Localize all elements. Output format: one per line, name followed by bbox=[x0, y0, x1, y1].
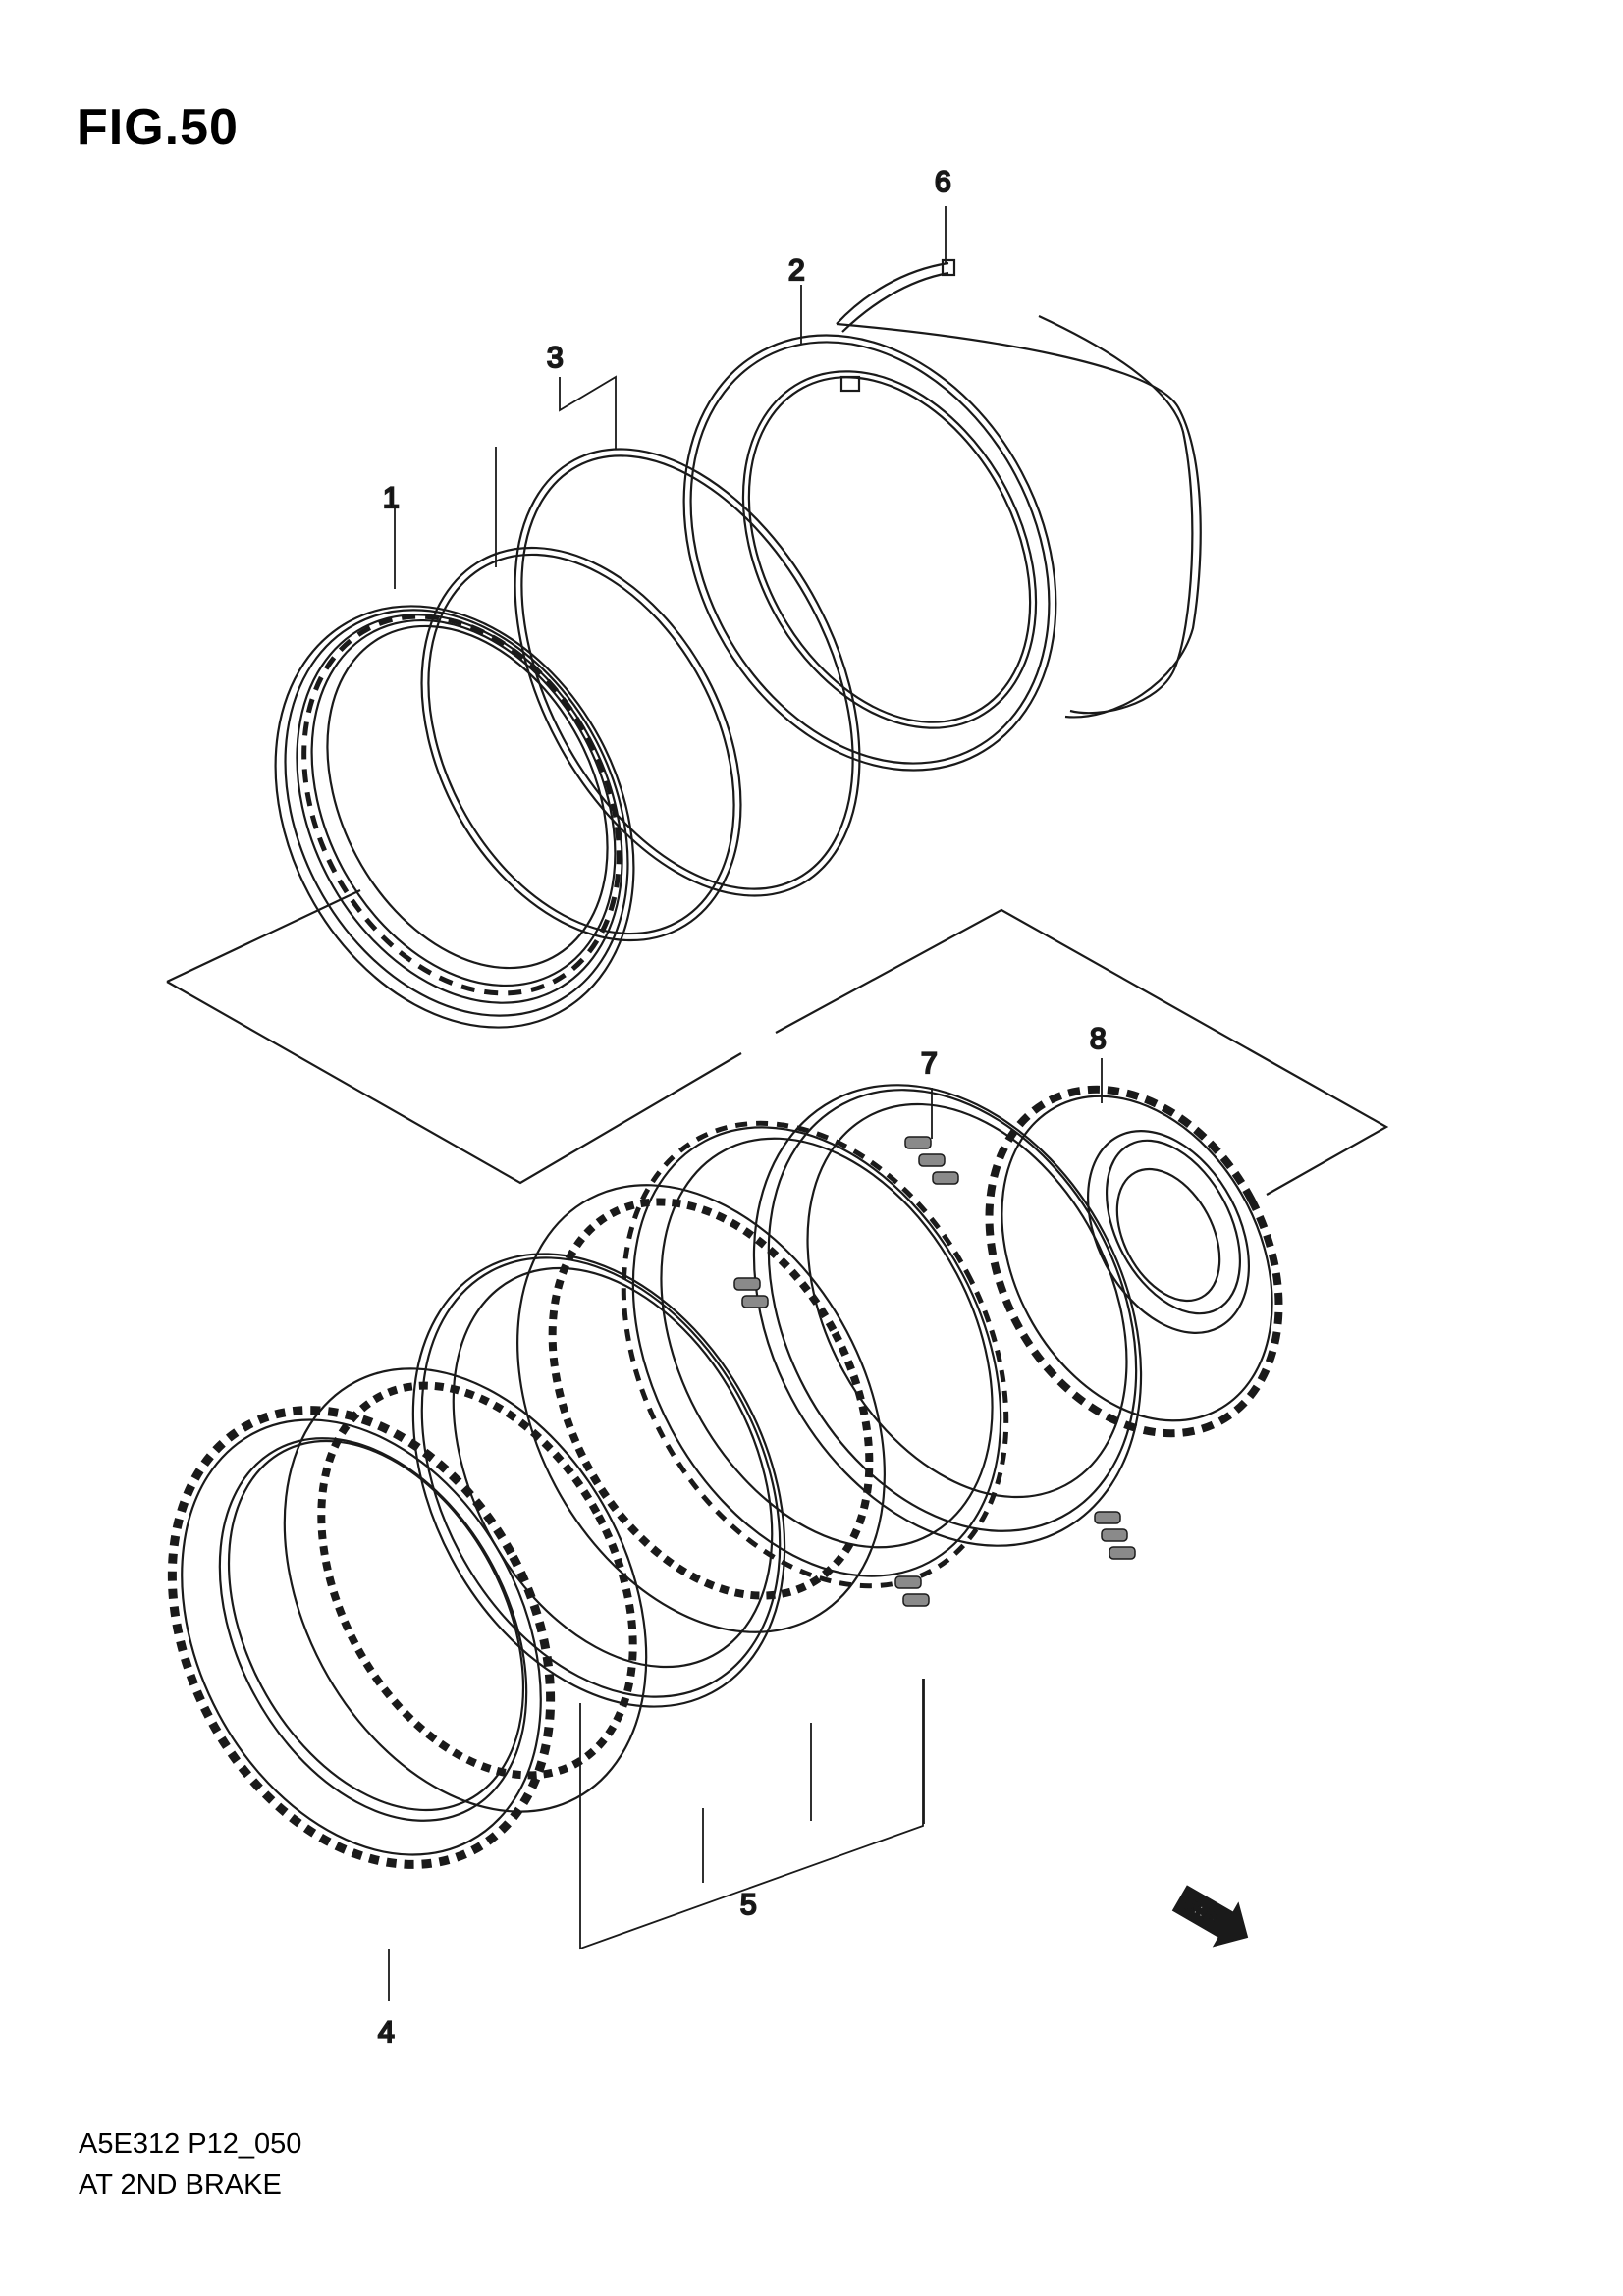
callout-1: 1 bbox=[383, 482, 400, 514]
upper-leader-lines bbox=[394, 206, 947, 589]
part-5-plate-2 bbox=[411, 1253, 786, 1708]
part-2-drum bbox=[682, 334, 1057, 772]
part-5-plate-4 bbox=[621, 1120, 1009, 1589]
callout-2: 2 bbox=[788, 254, 805, 287]
part-6-snap-ring bbox=[836, 258, 1202, 719]
part-8-brake-hub bbox=[985, 1085, 1283, 1438]
figure-title: FIG.50 bbox=[77, 99, 239, 156]
part-1-brake-piston bbox=[274, 605, 635, 1029]
callout-8: 8 bbox=[1090, 1023, 1107, 1055]
lower-leader-lines bbox=[388, 1058, 1103, 2001]
part-3-o-rings bbox=[420, 448, 861, 942]
diagram-name: AT 2ND BRAKE bbox=[79, 2169, 282, 2201]
diagram-code: A5E312 P12_050 bbox=[79, 2128, 302, 2160]
part-5-disc-3 bbox=[516, 1184, 886, 1633]
callout-6: 6 bbox=[935, 166, 951, 198]
fwd-arrow-icon: FWD bbox=[1171, 1885, 1249, 1948]
callout-7: 7 bbox=[921, 1047, 938, 1080]
part-5-disc-1 bbox=[283, 1367, 648, 1813]
callout-5: 5 bbox=[740, 1889, 757, 1921]
part-7-return-spring bbox=[733, 1084, 1143, 1607]
callout-4: 4 bbox=[378, 2016, 395, 2049]
callout-3: 3 bbox=[547, 342, 564, 374]
